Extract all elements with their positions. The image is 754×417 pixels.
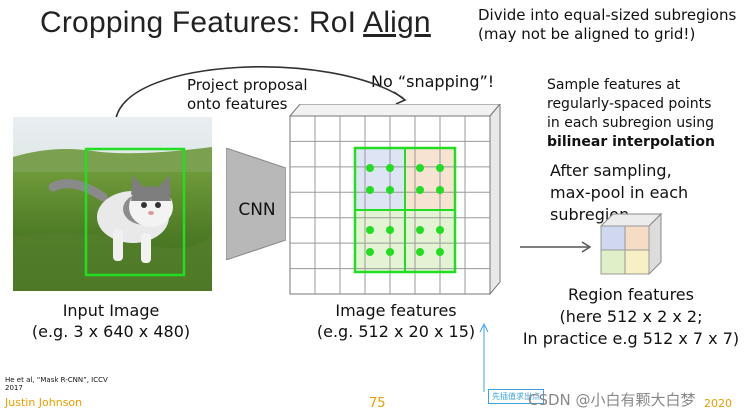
- sample-point: [386, 248, 394, 256]
- features-label-line-2: (e.g. 512 x 20 x 15): [316, 322, 476, 341]
- date-fragment: 2020: [704, 397, 732, 410]
- kitten-photo: [13, 117, 212, 291]
- sample-note-line-2: regularly-spaced points: [547, 96, 712, 112]
- project-note-line-2: onto features: [187, 95, 288, 113]
- input-label-line-2: (e.g. 3 x 640 x 480): [31, 322, 191, 341]
- project-proposal-note: Project proposal onto features: [187, 76, 308, 114]
- region-label-line-1: Region features: [568, 285, 694, 304]
- sample-point: [416, 248, 424, 256]
- sample-point: [366, 248, 374, 256]
- input-label-line-1: Input Image: [62, 301, 160, 320]
- output-arrow: [520, 241, 592, 253]
- title-underlined-word: Align: [363, 6, 431, 39]
- region-label-line-3: In practice e.g 512 x 7 x 7): [522, 329, 740, 348]
- annotation-pointer: [479, 322, 489, 392]
- no-snapping-note: No “snapping”!: [371, 72, 495, 91]
- citation-line-1: He et al, “Mask R-CNN”, ICCV: [5, 376, 108, 384]
- sample-point: [386, 226, 394, 234]
- citation-line-2: 2017: [5, 384, 23, 392]
- region-label-line-2: (here 512 x 2 x 2;: [559, 307, 703, 326]
- sample-point: [416, 186, 424, 194]
- input-image-label: Input Image (e.g. 3 x 640 x 480): [16, 300, 206, 342]
- sample-point: [366, 164, 374, 172]
- annotation-box: 先插值求出点: [488, 389, 544, 404]
- title-prefix: Cropping Features: RoI: [40, 6, 364, 39]
- cnn-label: CNN: [238, 200, 276, 220]
- image-features-label: Image features (e.g. 512 x 20 x 15): [296, 300, 496, 342]
- sample-point: [386, 164, 394, 172]
- slide-title: Cropping Features: RoI Align: [40, 6, 431, 40]
- sample-point: [386, 186, 394, 194]
- sample-point: [366, 186, 374, 194]
- project-note-line-1: Project proposal: [187, 76, 308, 94]
- after-note-line-2: max-pool in each: [550, 183, 689, 202]
- cnn-block: [226, 148, 286, 260]
- sample-point: [436, 186, 444, 194]
- sample-note-line-1: Sample features at: [547, 77, 681, 93]
- csdn-watermark: CSDN @小白有颗大白梦: [528, 391, 696, 409]
- sample-point: [436, 248, 444, 256]
- region-features-label: Region features (here 512 x 2 x 2; In pr…: [508, 284, 754, 350]
- sample-point: [436, 226, 444, 234]
- sample-point: [436, 164, 444, 172]
- sample-note-bold: bilinear interpolation: [547, 134, 715, 150]
- features-label-line-1: Image features: [335, 301, 457, 320]
- author-name: Justin Johnson: [5, 396, 83, 409]
- projection-arrow: [115, 66, 407, 119]
- sample-note: Sample features at regularly-spaced poin…: [547, 76, 715, 152]
- subregion-note: Divide into equal-sized subregions (may …: [478, 6, 736, 44]
- sample-note-line-3: in each subregion using: [547, 115, 715, 131]
- sample-point: [366, 226, 374, 234]
- citation: He et al, “Mask R-CNN”, ICCV 2017: [5, 376, 108, 392]
- after-note-line-1: After sampling,: [550, 161, 672, 180]
- sample-point: [416, 164, 424, 172]
- page-number: 75: [369, 396, 386, 411]
- image-features-grid: [288, 104, 501, 296]
- sample-point: [416, 226, 424, 234]
- region-features-cube: [599, 212, 663, 276]
- subregion-note-line-2: (may not be aligned to grid!): [478, 25, 696, 43]
- subregion-note-line-1: Divide into equal-sized subregions: [478, 6, 737, 24]
